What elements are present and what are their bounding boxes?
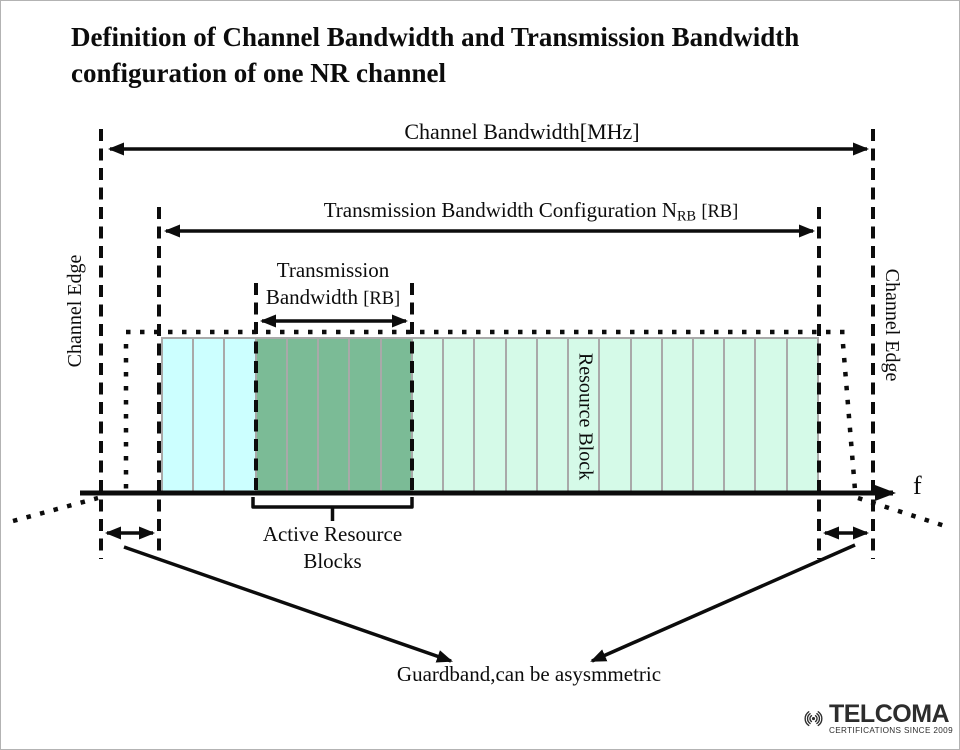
configured-resource-blocks [600,339,632,491]
configured-resource-blocks [412,339,445,491]
active-resource-blocks [319,339,351,491]
guardband-left-blocks [225,339,257,491]
resource-block-label: Resource Block [574,352,597,481]
active-resource-blocks [256,339,288,491]
configured-resource-blocks [725,339,757,491]
resource-blocks-row [161,337,819,493]
channel-edge-label-right: Channel Edge [881,268,903,382]
tx-config-unit: [RB] [701,201,739,221]
active-resource-blocks [350,339,382,491]
active-resource-blocks [287,339,320,491]
title-line-2: configuration of one NR channel [71,58,447,88]
configured-resource-blocks [537,339,570,491]
tx-bandwidth-line-2: Bandwidth [RB] [243,284,423,312]
dotted-right-slant [840,343,858,491]
configured-resource-blocks [569,339,601,491]
logo-brand-text: TELCOMA [828,700,950,728]
configured-resource-blocks [631,339,663,491]
configured-resource-blocks [506,339,538,491]
guardband-left-blocks [163,339,195,491]
configured-resource-blocks [756,339,788,491]
tx-bandwidth-line-1: Transmission [276,258,390,282]
tx-config-text: Transmission Bandwidth Configuration N [323,198,678,222]
channel-bandwidth-label: Channel Bandwidth[MHz] [404,119,640,144]
guardband-left-blocks [194,339,226,491]
tx-bandwidth-label: Transmission Bandwidth [RB] [243,257,423,312]
tx-config-subscript: RB [677,208,697,225]
configured-resource-blocks [693,339,726,491]
radio-waves-icon [804,711,823,727]
guardband-callout-arrow-right [590,543,856,663]
configured-resource-blocks [787,339,817,491]
active-resource-blocks-label: Active Resource Blocks [240,521,425,575]
frequency-axis-label: f [913,471,922,500]
configured-resource-blocks [444,339,476,491]
active-rb-line-1: Active Resource [262,522,403,546]
active-resource-blocks [381,339,413,491]
dotted-diagonal-bottom-right [857,495,949,530]
configured-resource-blocks [662,339,694,491]
guardband-label: Guardband,can be asysmmetric [396,662,662,686]
tx-bandwidth-unit: [RB] [363,288,401,308]
guardband-callout-arrow-left [123,545,453,663]
dotted-diagonal-bottom-left [12,495,99,524]
tx-config-label: Transmission Bandwidth Configuration NRB… [231,197,831,230]
telcoma-logo: TELCOMA CERTIFICATIONS SINCE 2009 [801,702,953,744]
active-blocks-bracket [251,497,414,521]
title-line-1: Definition of Channel Bandwidth and Tran… [71,22,800,52]
logo-tagline: CERTIFICATIONS SINCE 2009 [828,726,953,735]
tx-bandwidth-word: Bandwidth [265,285,358,309]
active-rb-line-2: Blocks [303,549,362,573]
page-title: Definition of Channel Bandwidth and Tran… [71,19,911,91]
channel-edge-label-left: Channel Edge [64,254,86,368]
configured-resource-blocks [475,339,507,491]
